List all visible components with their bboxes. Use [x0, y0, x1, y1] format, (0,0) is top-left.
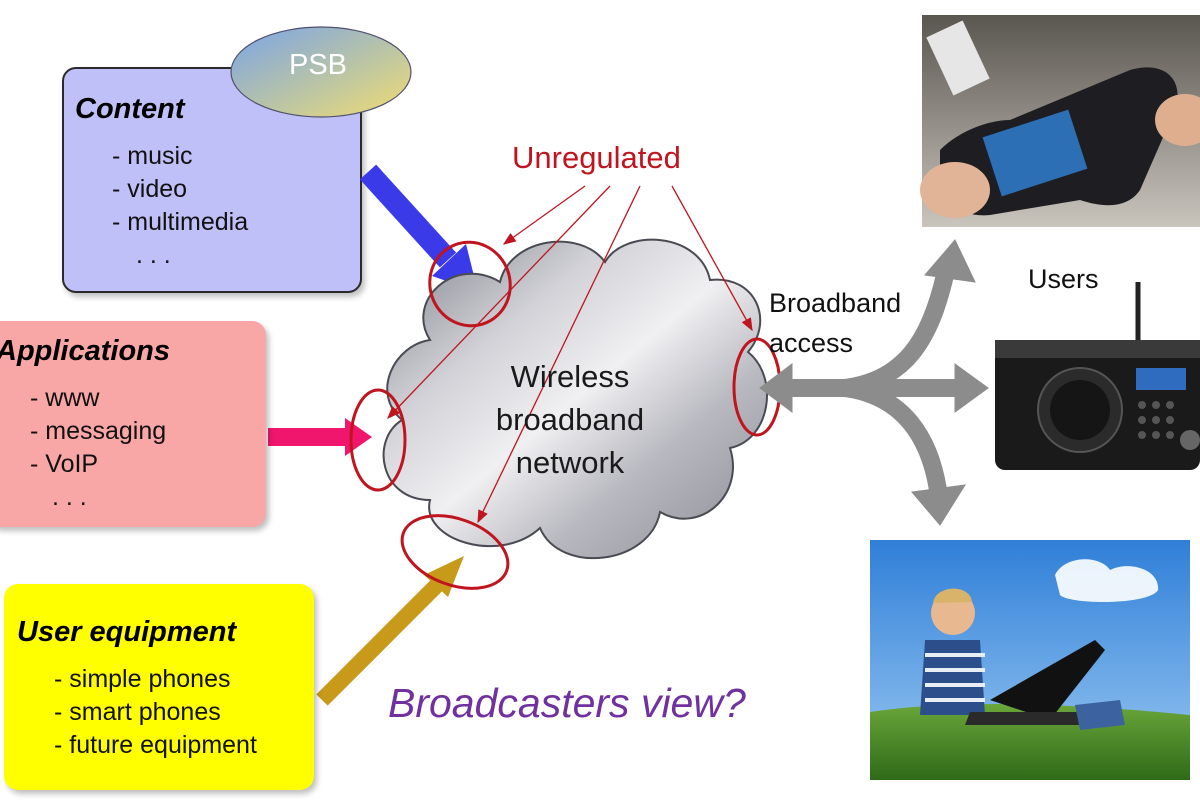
list-item: - messaging	[30, 417, 167, 445]
users-label: Users	[1028, 264, 1099, 294]
list-item: - simple phones	[54, 665, 231, 693]
psb-ellipse: PSB	[229, 25, 413, 119]
child-laptop-photo	[870, 540, 1190, 780]
applications-arrow	[268, 418, 372, 456]
list-item: - VoIP	[30, 450, 99, 478]
cloud-network	[382, 238, 768, 560]
access-arrows	[759, 239, 989, 526]
equipment-title: User equipment	[17, 616, 237, 648]
cloud-label: Wireless broadband network	[470, 355, 670, 484]
list-item: - music	[112, 142, 193, 170]
unregulated-markers	[349, 240, 782, 590]
unregulated-label: Unregulated	[512, 140, 681, 175]
broadband-access-line: Broadband	[769, 288, 902, 318]
content-list: - music - video - multimedia . . .	[112, 140, 248, 272]
equipment-arrow	[316, 556, 464, 706]
handheld-device-photo	[920, 15, 1200, 227]
broadband-access-line: access	[769, 328, 854, 358]
content-title: Content	[75, 93, 185, 125]
internet-radio-photo	[995, 282, 1200, 470]
unregulated-pointers	[387, 185, 753, 524]
applications-title: Applications	[0, 335, 171, 367]
list-item: - smart phones	[54, 698, 221, 726]
psb-ellipse-shape	[230, 26, 412, 118]
applications-box	[0, 321, 266, 527]
psb-label: PSB	[289, 49, 348, 81]
broadcasters-question: Broadcasters view?	[388, 680, 746, 726]
list-item: . . .	[136, 241, 171, 269]
list-item: - www	[30, 384, 100, 412]
broadband-access-label: Broadband access	[769, 283, 901, 363]
equipment-list: - simple phones - smart phones - future …	[54, 663, 257, 762]
cloud-label-line: network	[515, 445, 625, 480]
list-item: - future equipment	[54, 731, 257, 759]
cloud-label-line: broadband	[495, 402, 645, 437]
cloud-label-line: Wireless	[510, 359, 630, 394]
equipment-box	[4, 584, 314, 790]
list-item: - video	[112, 175, 188, 203]
list-item: . . .	[52, 483, 87, 511]
applications-list: - www - messaging - VoIP . . .	[30, 382, 166, 514]
list-item: - multimedia	[112, 208, 249, 236]
